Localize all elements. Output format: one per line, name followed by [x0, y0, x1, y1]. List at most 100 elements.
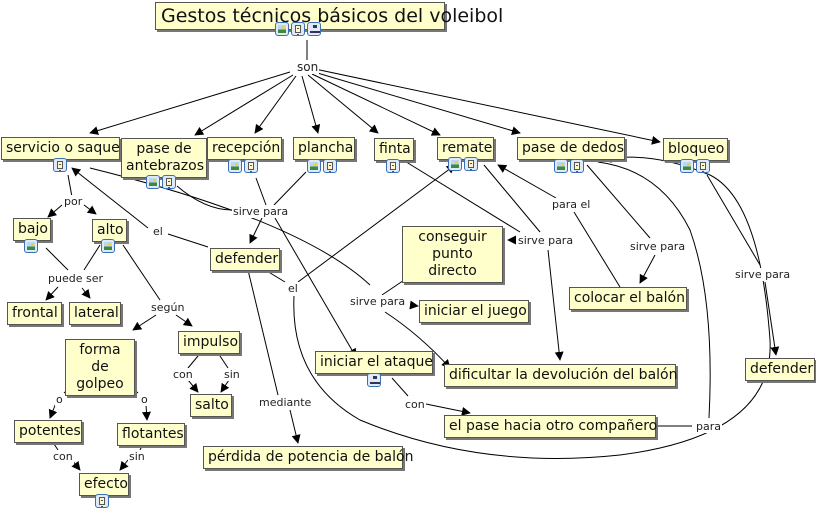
link-son-remate — [311, 73, 441, 136]
link-son-servicio — [89, 71, 291, 135]
concept-alto[interactable]: alto — [92, 219, 127, 242]
concept-plancha[interactable]: plancha — [293, 137, 355, 160]
link-remate-sirve — [483, 164, 541, 233]
link-plancha-sirve — [273, 171, 307, 206]
concept-frontal[interactable]: frontal — [7, 302, 62, 325]
concept-conseguir-punto[interactable]: conseguir punto directo — [402, 226, 503, 283]
link-label-con: con — [404, 398, 426, 411]
image-icon[interactable] — [228, 159, 242, 173]
link-mediante-perdida — [289, 409, 301, 444]
link-bajo-puede — [45, 247, 69, 271]
link-puede-frontal — [45, 286, 59, 301]
link-sirve-defender2 — [764, 281, 780, 356]
link-segun-impulso — [175, 314, 193, 327]
document-icon[interactable] — [95, 494, 109, 508]
link-sirve5-iniciar-juego — [409, 300, 419, 310]
concept-map-icon[interactable] — [307, 22, 321, 36]
plancha-icons — [307, 159, 337, 173]
link-son-recepcion — [254, 75, 297, 134]
concept-potentes[interactable]: potentes — [14, 420, 82, 443]
document-icon[interactable] — [53, 158, 67, 172]
concept-bloqueo[interactable]: bloqueo — [663, 138, 728, 161]
link-sirve5-dificultar — [384, 311, 451, 369]
concept-pase-dedos[interactable]: pase de dedos — [517, 137, 625, 160]
link-label-el: el — [152, 225, 164, 238]
link-segun-forma — [132, 314, 157, 331]
link-label-para: para — [695, 420, 722, 433]
concept-impulso[interactable]: impulso — [178, 331, 240, 354]
alto-icons — [101, 239, 115, 253]
document-icon[interactable] — [696, 159, 710, 173]
document-icon[interactable] — [464, 157, 478, 171]
concept-lateral[interactable]: lateral — [69, 302, 121, 325]
document-icon[interactable] — [386, 159, 400, 173]
root-icons — [275, 22, 321, 36]
link-son-plancha — [301, 75, 321, 134]
link-finta-sirve — [402, 159, 521, 233]
link-label-sin: sin — [128, 450, 146, 463]
link-sirve-iniciar-ataque — [274, 217, 357, 358]
concept-pase-otro[interactable]: el pase hacia otro compañero — [444, 415, 657, 438]
image-icon[interactable] — [101, 239, 115, 253]
link-el-servicio — [71, 167, 149, 229]
image-icon[interactable] — [146, 175, 160, 189]
image-icon[interactable] — [554, 159, 568, 173]
image-icon[interactable] — [24, 239, 38, 253]
document-icon[interactable] — [291, 22, 305, 36]
concept-defender-2[interactable]: defender — [745, 358, 815, 381]
concept-forma-golpeo[interactable]: forma de golpeo — [65, 339, 135, 396]
concept-pase-antebrazos[interactable]: pase de antebrazos — [121, 138, 207, 178]
image-icon[interactable] — [307, 159, 321, 173]
finta-icons — [386, 159, 400, 173]
concept-efecto[interactable]: efecto — [79, 473, 129, 496]
link-puede-lateral — [81, 287, 91, 299]
link-label-puede-ser: puede ser — [47, 272, 104, 285]
link-con-pase — [425, 403, 471, 416]
concept-dificultar[interactable]: dificultar la devolución del balón — [444, 364, 677, 387]
link-son-finta — [307, 74, 379, 134]
concept-remate[interactable]: remate — [437, 137, 494, 160]
concept-servicio[interactable]: servicio o saque — [1, 137, 120, 160]
link-con-salto — [187, 379, 199, 393]
link-alto-segun — [122, 244, 161, 301]
link-label-con: con — [52, 450, 74, 463]
concept-finta[interactable]: finta — [374, 138, 414, 161]
link-para-up — [597, 161, 711, 419]
link-label-sirve-para: sirve para — [734, 268, 792, 281]
link-potentes-con — [53, 443, 59, 451]
link-sirve-dificultar — [547, 249, 564, 361]
image-icon[interactable] — [448, 157, 462, 171]
document-icon[interactable] — [162, 175, 176, 189]
concept-colocar-balon[interactable]: colocar el balón — [569, 287, 687, 310]
concept-perdida[interactable]: pérdida de potencia de balón — [203, 446, 413, 469]
document-icon[interactable] — [570, 159, 584, 173]
document-icon[interactable] — [244, 159, 258, 173]
link-defender-el — [167, 233, 209, 248]
concept-bajo[interactable]: bajo — [13, 218, 51, 241]
link-bloqueo-sirve — [706, 174, 761, 266]
concept-recepcion[interactable]: recepción — [207, 137, 282, 160]
link-label-por: por — [63, 195, 84, 208]
link-label-son: son — [296, 60, 320, 74]
link-label-para-el: para el — [551, 198, 592, 211]
link-label-sirve-para: sirve para — [517, 234, 575, 247]
link-alto-puede — [83, 244, 101, 271]
link-recepcion-sirve — [255, 177, 267, 206]
link-label-o: o — [55, 393, 64, 406]
link-impulso-sin — [219, 355, 229, 369]
document-icon[interactable] — [323, 159, 337, 173]
link-son-pase-dedos — [313, 71, 521, 136]
concept-defender[interactable]: defender — [210, 248, 280, 271]
concept-iniciar-ataque[interactable]: iniciar el ataque — [315, 351, 433, 374]
image-icon[interactable] — [680, 159, 694, 173]
image-icon[interactable] — [275, 22, 289, 36]
concept-salto[interactable]: salto — [190, 394, 232, 417]
iniciar-ataque-icons — [367, 373, 381, 387]
servicio-icons — [53, 158, 67, 172]
concept-map-icon[interactable] — [367, 373, 381, 387]
concept-iniciar-juego[interactable]: iniciar el juego — [419, 300, 529, 323]
link-servicio-curve — [89, 167, 371, 286]
concept-flotantes[interactable]: flotantes — [117, 423, 185, 446]
